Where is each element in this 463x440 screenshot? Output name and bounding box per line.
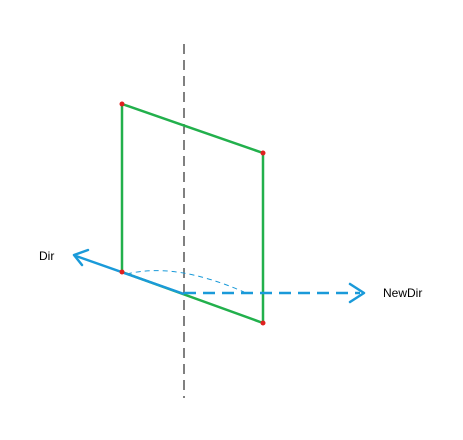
newdir-label: NewDir xyxy=(383,286,423,300)
vertex-top-left xyxy=(119,101,125,107)
vertex-top-right xyxy=(260,150,266,156)
angle-arc xyxy=(126,270,245,293)
plane-parallelogram xyxy=(120,102,265,325)
newdir-arrowhead xyxy=(348,282,366,304)
vertex-bottom-left xyxy=(119,269,125,275)
vertex-bottom-right xyxy=(260,320,266,326)
dir-arrowhead xyxy=(72,248,90,267)
dir-vector xyxy=(75,254,185,296)
dir-label: Dir xyxy=(39,249,55,263)
